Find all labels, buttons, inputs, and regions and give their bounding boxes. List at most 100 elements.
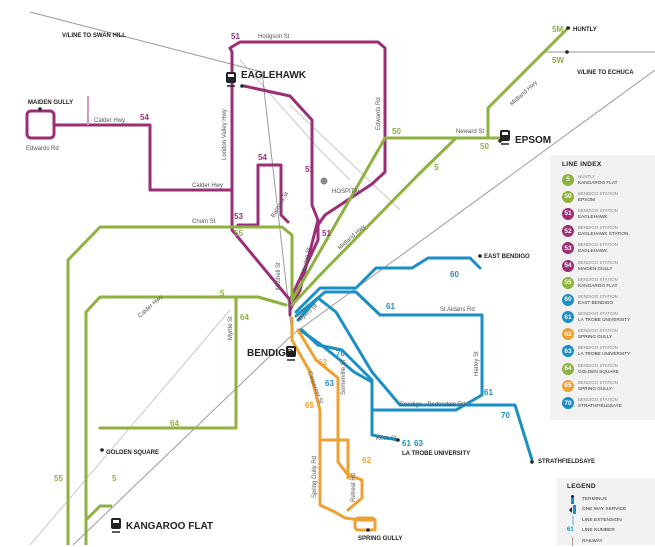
route-number: 52	[305, 165, 314, 174]
line-number-badge: 60	[562, 293, 574, 306]
route-number: 5	[112, 474, 117, 483]
rail-label-echuca: V/LINE TO ECHUCA	[577, 70, 634, 76]
station-spring-gully: SPRING GULLY	[358, 536, 402, 542]
station-golden-square: GOLDEN SQUARE	[106, 450, 159, 456]
line-index-from: BENDIGO STATION	[578, 225, 618, 231]
street-st-aidans: St Aidans Rd	[440, 307, 475, 313]
line-number-badge: 70	[562, 397, 574, 410]
route-number: 54	[140, 113, 149, 122]
line-number-badge: 62	[562, 328, 574, 341]
train-icon	[500, 130, 510, 145]
legend-label: ONE WAY SERVICE	[582, 507, 627, 513]
line-number-badge: 63	[562, 345, 574, 358]
route-number: 50	[480, 142, 489, 151]
street-carpenter: Carpenter St	[306, 371, 323, 405]
line-number-badge: 5	[562, 173, 574, 186]
legend-label: LINE EXTENSION	[582, 517, 622, 523]
station-markers	[38, 26, 570, 532]
street-retreat: Retreat Rd	[351, 473, 357, 502]
train-icon	[286, 346, 296, 361]
street-bridge: Bridge St	[302, 247, 312, 273]
route-number: 55	[234, 229, 243, 238]
route-number: 50	[392, 127, 401, 136]
line-index-from: BENDIGO STATION	[578, 276, 618, 282]
route-numbers: 51 52 51 54 54 53 55 55 5 5 5 50 50 64 6…	[54, 25, 564, 483]
street-neward: Neward St	[456, 129, 484, 135]
line-index-to: KANGAROO FLAT	[578, 179, 618, 185]
legend-item: RAILWAY	[567, 536, 655, 547]
station-east-bendigo: EAST BENDIGO	[484, 254, 530, 260]
line-number-badge: 55	[562, 276, 574, 289]
street-calder-hwy: Calder Hwy	[94, 118, 125, 124]
line-index-title: LINE INDEX	[562, 161, 602, 168]
line-index-from: BENDIGO STATION	[578, 293, 618, 299]
line-index-from: BENDIGO STATION	[578, 311, 618, 317]
route-number: 70	[501, 411, 510, 420]
street-edwards-rd: Edwards Rd	[26, 146, 59, 152]
street-loddon-valley: Loddon Valley Hwy	[222, 109, 228, 160]
street-harley: Harley St	[474, 351, 480, 376]
route-number: 65	[305, 401, 314, 410]
green-routes	[66, 26, 571, 545]
street-midland: Midland Hwy	[337, 224, 367, 251]
route-number: 5M	[552, 25, 563, 34]
rail-label-swan-hill: V/LINE TO SWAN HILL	[62, 33, 126, 39]
line-index-to: LA TROBE UNIVERSITY	[578, 317, 631, 323]
street-somerville: Somerville St	[341, 359, 347, 395]
line-index-to: SPRING GULLY	[578, 385, 613, 391]
line-index-from: BENDIGO STATION	[578, 397, 618, 403]
purple-routes	[25, 40, 387, 317]
street-chum: Chum St	[192, 219, 216, 225]
extension-icon	[567, 515, 579, 525]
line-index-to: EPSOM	[578, 196, 595, 202]
street-hodgson: Hodgson St	[258, 34, 290, 40]
legend-item: ONE WAY SERVICE	[567, 505, 655, 516]
train-icon	[111, 518, 121, 533]
line-number-badge: 64	[562, 362, 574, 375]
route-number: 51	[322, 229, 331, 238]
legend-label: RAILWAY	[582, 538, 603, 544]
street-spring-gully-rd: Spring Gully Rd	[312, 456, 318, 498]
line-index-from: BENDIGO STATION	[578, 362, 618, 368]
route-number: 61	[402, 439, 411, 448]
station-kangaroo-flat: KANGAROO FLAT	[126, 521, 213, 532]
legend-item: LINE EXTENSION	[567, 515, 655, 526]
orange-routes	[290, 316, 377, 532]
legend-item: TERMINUS	[567, 494, 655, 505]
station-maiden-gully: MAIDEN GULLY	[28, 100, 73, 106]
one-way-icon	[567, 505, 579, 515]
legend-label: LINE NUMBER	[582, 528, 615, 534]
railway-icon	[567, 536, 579, 546]
line-index-from: BENDIGO STATION	[578, 207, 618, 213]
route-number: 63	[414, 439, 423, 448]
route-number: 64	[240, 313, 249, 322]
street-myrtle: Myrtle St	[228, 316, 234, 340]
legend-label: TERMINUS	[582, 496, 608, 502]
street-mitchell: Mitchell St	[276, 262, 282, 290]
line-number-badge: 53	[562, 242, 574, 255]
line-number-badge: 51	[562, 207, 574, 220]
route-number: 62	[362, 456, 371, 465]
route-number: 51	[231, 32, 240, 41]
route-number: 63	[325, 379, 334, 388]
line-number-icon: 61	[567, 526, 579, 535]
line-number-badge: 52	[562, 225, 574, 238]
line-number-badge: 50	[562, 190, 574, 203]
route-number: 5	[220, 289, 225, 298]
line-index-to: EAGLEHAWK	[578, 248, 608, 254]
station-la-trobe: LA TROBE UNIVERSITY	[402, 451, 470, 457]
station-bendigo: BENDIGO	[247, 348, 294, 359]
line-index-from: BENDIGO STATION	[578, 190, 618, 196]
line-index-to: LA TROBE UNIVERSITY	[578, 351, 631, 357]
route-number: 61	[386, 302, 395, 311]
green-route-kangaroo	[84, 504, 112, 522]
